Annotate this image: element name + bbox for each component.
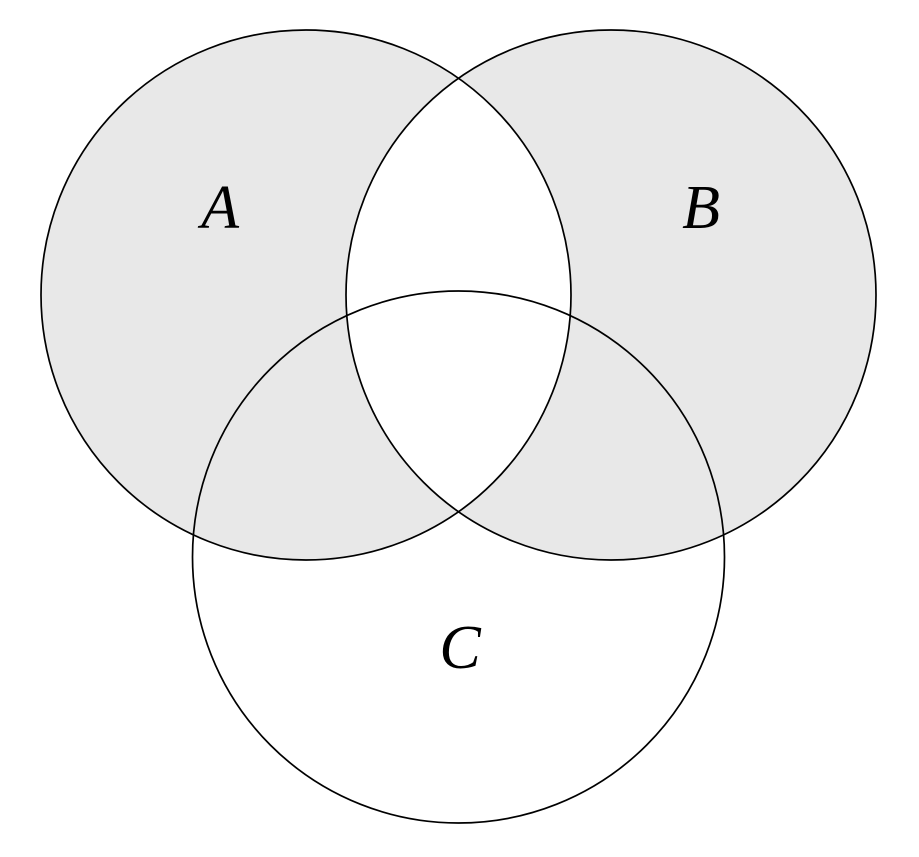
- set-label-a: A: [197, 174, 240, 242]
- circle-b-outline: [345, 29, 877, 561]
- circle-a-outline: [40, 29, 572, 561]
- set-label-c: C: [439, 614, 481, 682]
- shaded-region-a-sym-diff-b: [41, 30, 876, 560]
- circle-c-outline: [191, 290, 726, 824]
- set-label-b: B: [682, 174, 720, 242]
